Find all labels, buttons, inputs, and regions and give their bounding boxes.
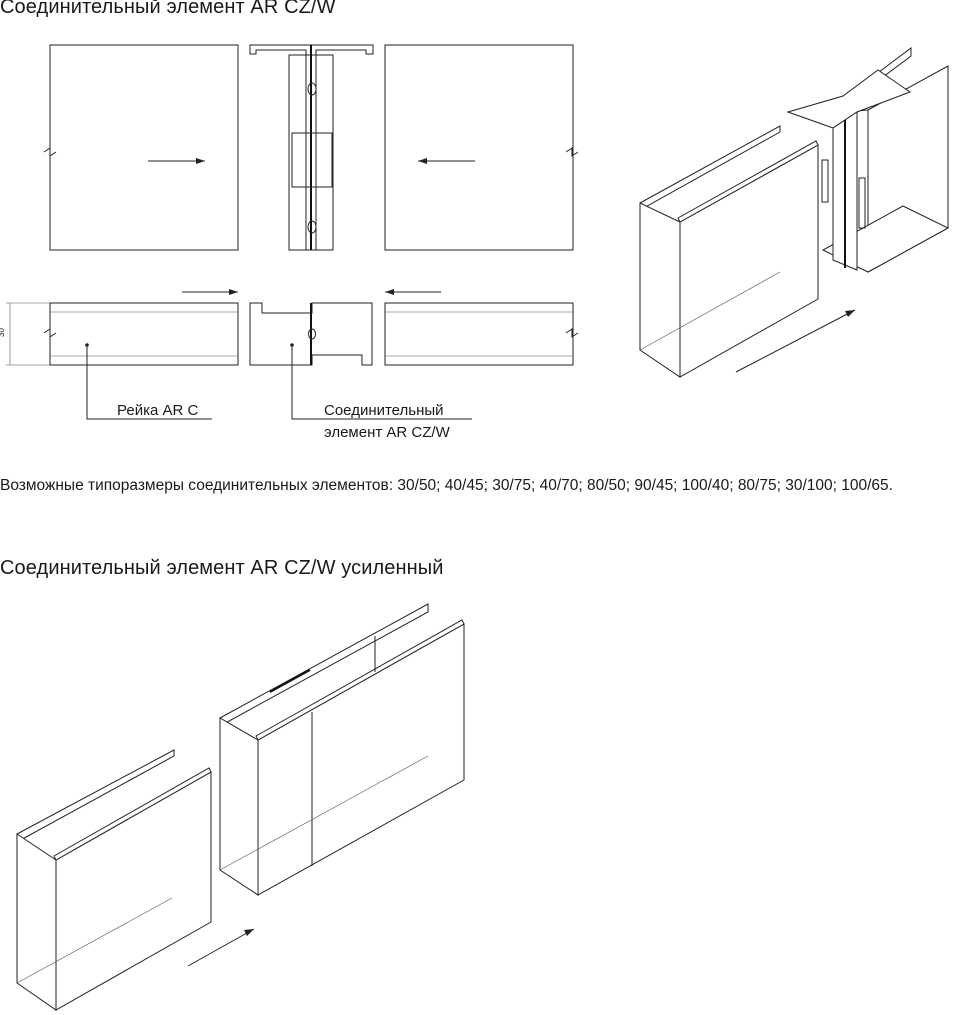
reinforced-assembly-drawing: [16, 603, 465, 1011]
front-view-drawing: [43, 44, 579, 251]
callout-joint-label: Соединительный элемент AR CZ/W: [324, 400, 450, 444]
profile-view-drawing: [6, 289, 579, 420]
callout-joint-line1: Соединительный: [324, 402, 444, 419]
isometric-assembly-drawing: [639, 47, 950, 378]
sizes-note: Возможные типоразмеры соединительных эле…: [0, 477, 893, 494]
dimension-label: 30: [0, 328, 6, 337]
callout-rail-label: Рейка AR C: [117, 402, 199, 419]
callout-joint-line2: элемент AR CZ/W: [324, 424, 450, 441]
section1-title: Соединительный элемент AR CZ/W: [0, 0, 336, 18]
section2-title: Соединительный элемент AR CZ/W усиленный: [0, 557, 444, 579]
